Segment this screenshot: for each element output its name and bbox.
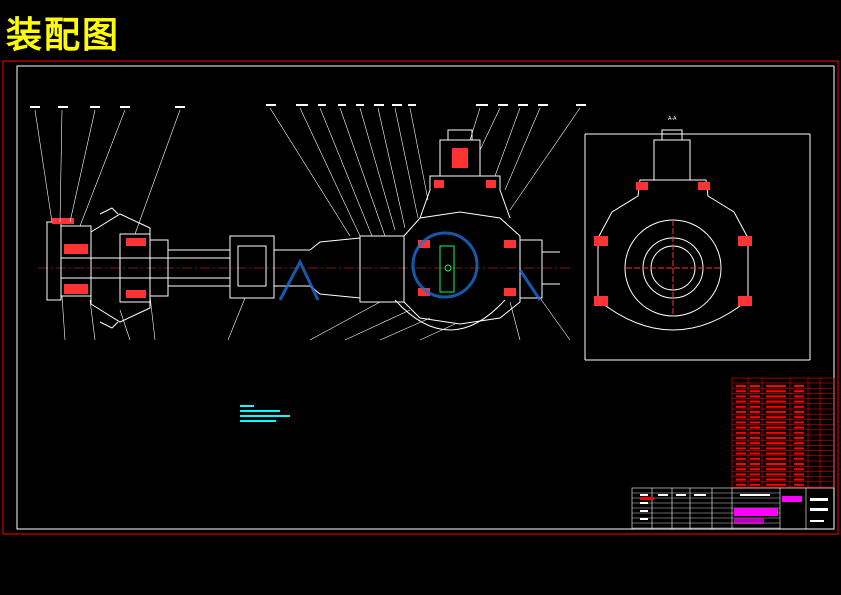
title-block-text <box>640 494 828 522</box>
watermark-logo <box>278 231 542 301</box>
section-label: A-A <box>668 116 677 122</box>
leader-lines <box>34 107 581 341</box>
left-hub-view <box>46 207 169 329</box>
parts-list-rows <box>732 382 834 488</box>
section-view-a-a <box>584 129 811 361</box>
title-block <box>631 487 835 530</box>
outer-frame <box>2 60 839 535</box>
technical-notes <box>240 405 290 422</box>
page-title: 装配图 <box>6 15 121 56</box>
drawing-border <box>16 65 835 530</box>
title-block-accent <box>734 496 802 524</box>
balloon-numbers <box>30 104 586 108</box>
axle-shaft <box>61 235 361 299</box>
differential-housing <box>359 129 560 331</box>
parts-list-entries <box>736 385 804 486</box>
